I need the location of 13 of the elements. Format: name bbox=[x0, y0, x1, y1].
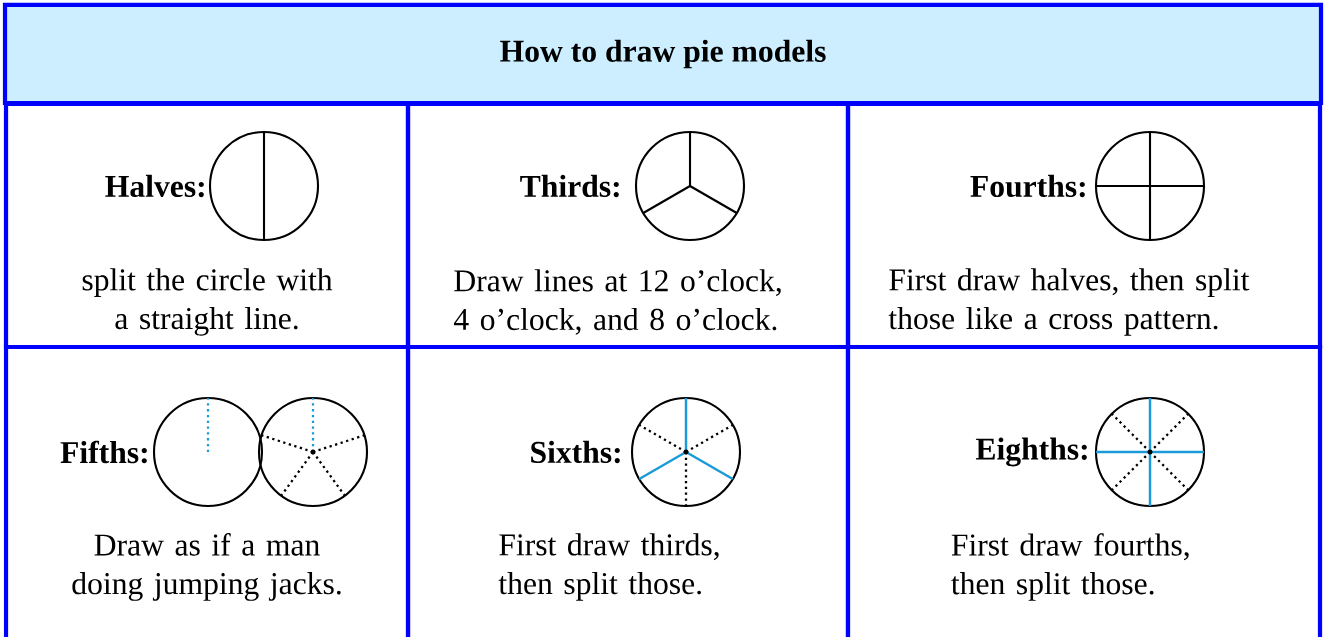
instruction-text: Draw lines at 12 o’clock, 4 o’clock, and 8 o’clock. bbox=[453, 269, 781, 335]
fraction-label: Halves: bbox=[105, 174, 204, 198]
fraction-label: Thirds: bbox=[520, 174, 619, 198]
instruction-text: First draw fourths, then split those. bbox=[951, 533, 1189, 601]
instruction-text: First draw thirds, then split those. bbox=[498, 533, 719, 601]
fraction-label: Eighths: bbox=[975, 437, 1087, 467]
fraction-label: Sixths: bbox=[531, 440, 620, 464]
fraction-label: Fourths: bbox=[970, 174, 1085, 198]
header-band: How to draw pie models bbox=[2, 2, 1324, 106]
instruction-text: split the circle with a straight line. bbox=[82, 268, 333, 336]
instruction-text: First draw halves, then split those like a cross pattern. bbox=[888, 268, 1250, 336]
fraction-label: Fifths: bbox=[60, 440, 147, 464]
instruction-text: Draw as if a man doing jumping jacks. bbox=[72, 533, 341, 601]
